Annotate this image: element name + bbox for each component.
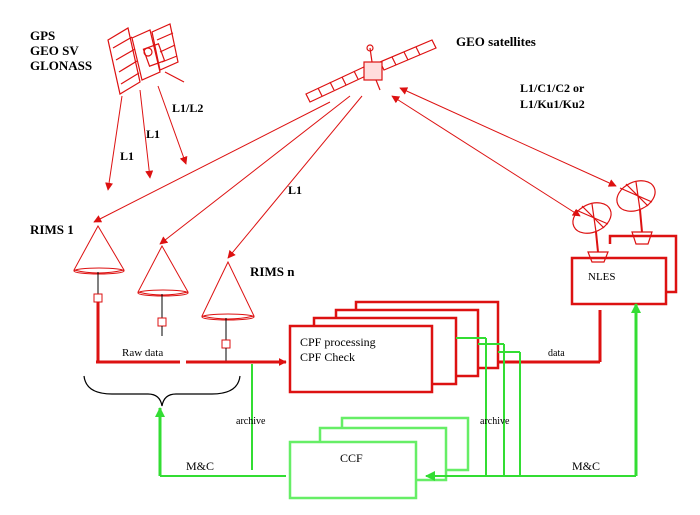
rims-n-antenna xyxy=(201,260,255,362)
rims-1-label: RIMS 1 xyxy=(30,222,74,237)
mc-label-right: M&C xyxy=(572,459,600,473)
nles-box xyxy=(570,234,678,306)
rims-group-brace xyxy=(83,375,241,407)
ccf-stack xyxy=(288,416,470,500)
cpf-stack xyxy=(288,300,500,394)
ccf-label: CCF xyxy=(340,451,363,465)
band-label-2: L1/Ku1/Ku2 xyxy=(520,97,585,111)
l1-label-a: L1 xyxy=(146,127,160,141)
data-label: data xyxy=(548,348,565,359)
cpf-label-2: CPF Check xyxy=(300,350,355,364)
nles-label: NLES xyxy=(588,271,616,283)
gnss-satellite-icon xyxy=(107,23,185,95)
data-flow-red xyxy=(96,310,602,366)
l1-label-b: L1 xyxy=(120,149,134,163)
gnss-label-glonass: GLONASS xyxy=(30,58,92,73)
geo-satellite-icon xyxy=(305,39,437,103)
mc-label-left: M&C xyxy=(186,459,214,473)
archive-label-left: archive xyxy=(236,416,266,427)
band-label-1: L1/C1/C2 or xyxy=(520,81,585,95)
cpf-label-1: CPF processing xyxy=(300,335,376,349)
gnss-label-geosv: GEO SV xyxy=(30,43,79,58)
l1-label-c: L1 xyxy=(288,183,302,197)
rims-n-label: RIMS n xyxy=(250,264,295,279)
signal-lines xyxy=(93,85,617,259)
gnss-label-gps: GPS xyxy=(30,28,55,43)
control-flow-green xyxy=(155,303,641,481)
geo-satellites-label: GEO satellites xyxy=(456,34,536,49)
rims-1-antenna xyxy=(73,224,125,362)
l1l2-label: L1/L2 xyxy=(172,101,203,115)
archive-label-right: archive xyxy=(480,416,510,427)
rims-2-antenna xyxy=(137,244,189,336)
raw-data-label: Raw data xyxy=(122,347,163,359)
nles-dish-icons xyxy=(572,180,656,263)
